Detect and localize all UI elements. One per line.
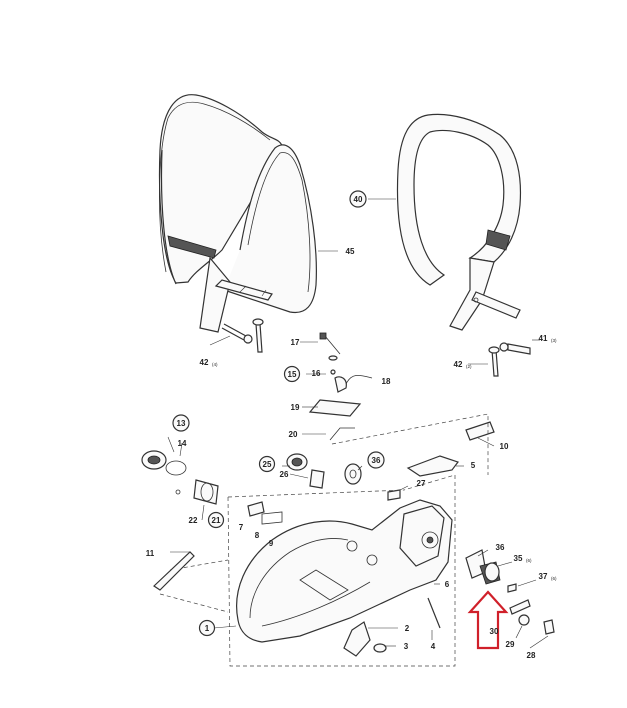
- callout-41: 41(3): [539, 334, 557, 343]
- svg-text:(3): (3): [551, 338, 557, 343]
- callout-9: 9: [269, 539, 274, 548]
- callout-1: 1: [198, 619, 216, 637]
- handle-bar-left: [158, 94, 338, 353]
- brake-parts: [387, 421, 495, 501]
- svg-text:42: 42: [200, 358, 209, 367]
- callout-40: 40: [349, 190, 367, 208]
- svg-text:13: 13: [177, 419, 186, 428]
- callout-4: 4: [431, 642, 436, 651]
- callout-18: 18: [382, 377, 391, 386]
- svg-text:27: 27: [417, 479, 426, 488]
- svg-text:9: 9: [269, 539, 274, 548]
- svg-text:16: 16: [312, 369, 321, 378]
- callout-19: 19: [291, 403, 300, 412]
- svg-text:(6): (6): [551, 576, 557, 581]
- svg-text:45: 45: [346, 247, 355, 256]
- svg-text:29: 29: [506, 640, 515, 649]
- callout-16: 16: [312, 369, 321, 378]
- svg-text:4: 4: [431, 642, 436, 651]
- callout-36-circled: 36: [367, 451, 385, 469]
- svg-text:17: 17: [291, 338, 300, 347]
- left-small-parts: [141, 436, 363, 521]
- throttle-rod-group: [300, 332, 373, 441]
- svg-text:35: 35: [514, 554, 523, 563]
- callout-35: 35(6): [514, 554, 532, 563]
- callout-21: 21: [207, 511, 225, 529]
- callout-3: 3: [404, 642, 409, 651]
- svg-text:26: 26: [280, 470, 289, 479]
- callout-10: 10: [500, 442, 509, 451]
- svg-text:36: 36: [496, 543, 505, 552]
- callout-13: 13: [172, 414, 190, 432]
- svg-text:10: 10: [500, 442, 509, 451]
- svg-text:1: 1: [205, 624, 210, 633]
- callout-36: 36: [496, 543, 505, 552]
- svg-text:42: 42: [454, 360, 463, 369]
- svg-text:7: 7: [239, 523, 244, 532]
- callout-15: 15: [283, 365, 301, 383]
- svg-text:22: 22: [189, 516, 198, 525]
- callout-42-left: 42(4): [200, 358, 218, 367]
- svg-text:8: 8: [255, 531, 260, 540]
- callout-14: 14: [178, 439, 187, 448]
- svg-text:18: 18: [382, 377, 391, 386]
- svg-text:30: 30: [490, 627, 499, 636]
- svg-text:(4): (4): [212, 362, 218, 367]
- callout-42-right: 42(2): [454, 360, 472, 369]
- svg-text:20: 20: [289, 430, 298, 439]
- svg-text:25: 25: [263, 460, 272, 469]
- svg-text:6: 6: [445, 580, 450, 589]
- right-cover-parts: [465, 549, 555, 649]
- assembly-outline: [159, 413, 489, 667]
- callout-2: 2: [405, 624, 410, 633]
- svg-text:19: 19: [291, 403, 300, 412]
- callout-6: 6: [445, 580, 450, 589]
- callout-11: 11: [146, 549, 155, 558]
- svg-text:2: 2: [405, 624, 410, 633]
- callout-25: 25: [258, 455, 276, 473]
- callout-labels: 1 2 3 4 5 6 7 8 9 10 11 13 14 15 16 17 1…: [146, 190, 557, 660]
- svg-text:36: 36: [372, 456, 381, 465]
- callout-29: 29: [506, 640, 515, 649]
- svg-text:11: 11: [146, 549, 155, 558]
- callout-5: 5: [471, 461, 476, 470]
- up-arrow-icon: [467, 590, 509, 650]
- svg-text:40: 40: [354, 195, 363, 204]
- svg-text:37: 37: [539, 572, 548, 581]
- svg-text:14: 14: [178, 439, 187, 448]
- svg-text:5: 5: [471, 461, 476, 470]
- handle-bar-right: [368, 113, 540, 377]
- svg-text:21: 21: [212, 516, 221, 525]
- svg-text:28: 28: [527, 651, 536, 660]
- callout-17: 17: [291, 338, 300, 347]
- callout-28: 28: [527, 651, 536, 660]
- svg-text:(2): (2): [466, 364, 472, 369]
- callout-30: 30: [490, 627, 499, 636]
- callout-8: 8: [255, 531, 260, 540]
- svg-text:3: 3: [404, 642, 409, 651]
- callout-22: 22: [189, 516, 198, 525]
- main-housing: [153, 499, 453, 657]
- svg-text:41: 41: [539, 334, 548, 343]
- callout-27: 27: [417, 479, 426, 488]
- callout-37: 37(6): [539, 572, 557, 581]
- callout-26: 26: [280, 470, 289, 479]
- callout-20: 20: [289, 430, 298, 439]
- callout-7: 7: [239, 523, 244, 532]
- callout-45: 45: [346, 247, 355, 256]
- svg-text:(6): (6): [526, 558, 532, 563]
- svg-text:15: 15: [288, 370, 297, 379]
